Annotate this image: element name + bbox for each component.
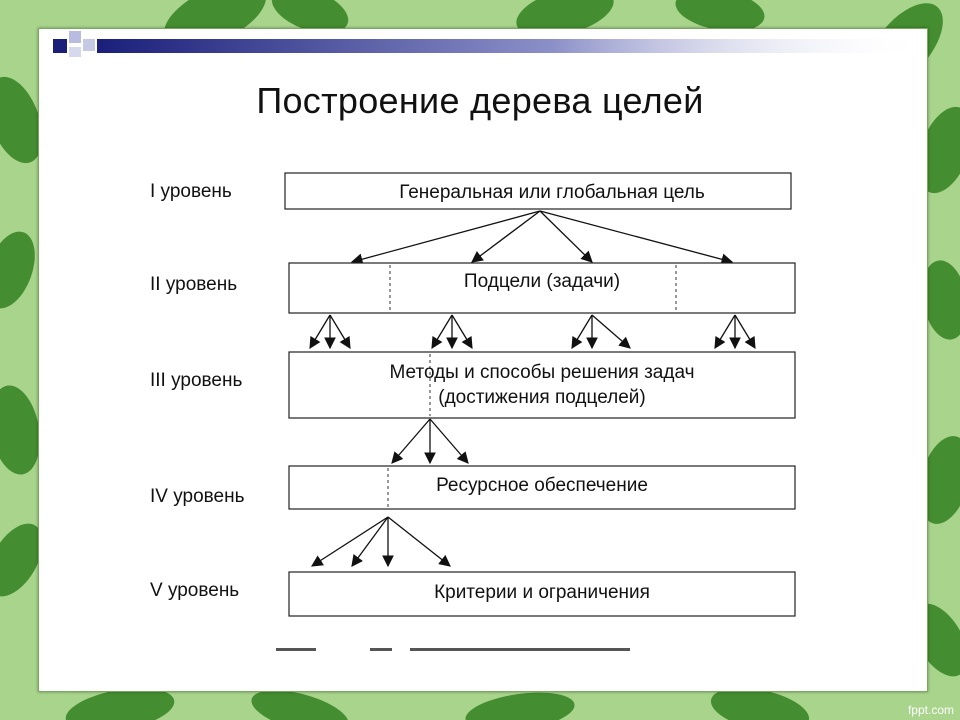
level-3-box: Методы и способы решения задач (достижен…	[289, 352, 795, 418]
level-1-box: Генеральная или глобальная цель	[285, 173, 791, 209]
level-5-box-text: Критерии и ограничения	[434, 582, 650, 603]
level-2-box-text: Подцели (задачи)	[464, 271, 620, 292]
arrows-level-2-to-3	[310, 315, 755, 348]
level-label-1: I уровень	[150, 181, 232, 202]
arrows-level-3-to-4	[392, 419, 468, 463]
level-3-box-text-line-1: Методы и способы решения задач	[389, 362, 694, 383]
level-4-box-text: Ресурсное обеспечение	[436, 475, 648, 496]
level-label-4: IV уровень	[150, 486, 245, 507]
cropped-caption-remnant	[276, 648, 630, 651]
level-1-box-text: Генеральная или глобальная цель	[399, 182, 705, 203]
level-5-box: Критерии и ограничения	[289, 572, 795, 616]
level-3-box-text-line-2: (достижения подцелей)	[438, 387, 645, 408]
level-2-box: Подцели (задачи)	[289, 263, 795, 313]
arrows-level-1-to-2	[352, 211, 732, 262]
level-label-3: III уровень	[150, 370, 242, 391]
arrows-level-4-to-5	[312, 517, 450, 566]
level-label-2: II уровень	[150, 274, 237, 295]
level-label-5: V уровень	[150, 580, 239, 601]
watermark: fppt.com	[908, 703, 954, 717]
level-4-box: Ресурсное обеспечение	[289, 466, 795, 509]
